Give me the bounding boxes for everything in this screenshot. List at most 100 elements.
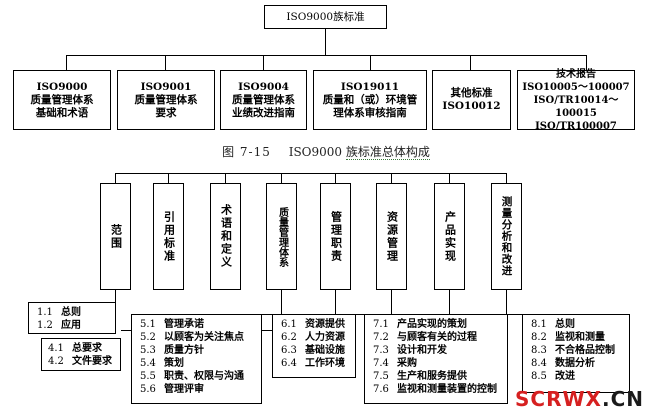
clause-qms: 质量管理体系 bbox=[266, 183, 297, 290]
standard-iso9000-code: ISO9000 bbox=[36, 80, 88, 93]
clause-drop-4 bbox=[281, 173, 282, 183]
item-number: 7.3 bbox=[373, 345, 389, 356]
item-number: 1.1 bbox=[37, 307, 53, 318]
item-number: 8.3 bbox=[531, 345, 547, 356]
item-text: 工作环境 bbox=[305, 358, 345, 369]
standard-iso19011: ISO19011 质量和（或）环境管 理体系审核指南 bbox=[313, 70, 427, 130]
item-text: 策划 bbox=[164, 358, 184, 369]
list-item: 8.5 改进 bbox=[531, 370, 629, 383]
item-number: 6.2 bbox=[281, 332, 297, 343]
clause-product-label: 产品实现 bbox=[443, 210, 457, 263]
item-text: 人力资源 bbox=[305, 332, 345, 343]
standard-iso9000-line3: 基础和术语 bbox=[35, 106, 89, 119]
standard-iso19011-line3: 理体系审核指南 bbox=[333, 106, 407, 119]
item-number: 1.2 bbox=[37, 320, 53, 331]
item-number: 5.2 bbox=[140, 332, 156, 343]
measure-connector bbox=[506, 290, 507, 314]
standard-iso9004-line3: 业绩改进指南 bbox=[232, 106, 295, 119]
item-text: 总则 bbox=[61, 307, 81, 318]
resource-connector bbox=[391, 290, 392, 314]
list-item: 6.2 人力资源 bbox=[281, 331, 355, 344]
standard-iso9001-code: ISO9001 bbox=[140, 80, 192, 93]
item-number: 8.5 bbox=[531, 371, 547, 382]
item-number: 7.2 bbox=[373, 332, 389, 343]
figure-caption: 图 7-15 ISO9000 族标准总体构成 bbox=[0, 143, 652, 160]
top-drop-4 bbox=[370, 55, 371, 70]
clause-drop-5 bbox=[335, 173, 336, 183]
scope-connector bbox=[115, 290, 116, 302]
watermark-part2: .CN bbox=[601, 387, 644, 411]
clause-terms-definitions: 术语和定义 bbox=[210, 183, 241, 290]
item-number: 7.6 bbox=[373, 384, 389, 395]
tech-report-title: 技术报告 bbox=[556, 68, 596, 80]
item-text: 总则 bbox=[555, 319, 575, 330]
item-text: 基础设施 bbox=[305, 345, 345, 356]
item-number: 8.1 bbox=[531, 319, 547, 330]
item-text: 资源提供 bbox=[305, 319, 345, 330]
standard-tech-report: 技术报告 ISO10005～100007 ISO/TR10014～100015 … bbox=[517, 68, 635, 132]
item-text: 应用 bbox=[61, 320, 81, 331]
item-number: 7.4 bbox=[373, 358, 389, 369]
list-item: 8.3 不合格品控制 bbox=[531, 344, 629, 357]
qms-connector bbox=[281, 290, 282, 330]
clause-drop-1 bbox=[115, 173, 116, 183]
clause-drop-7 bbox=[449, 173, 450, 183]
tech-report-line4: ISO/TR100007 bbox=[535, 120, 617, 132]
item-number: 5.5 bbox=[140, 371, 156, 382]
clause-resource-management: 资源管理 bbox=[376, 183, 407, 290]
item-text: 产品实现的策划 bbox=[397, 319, 467, 330]
product-connector bbox=[449, 290, 450, 314]
watermark-part1: SCRWX bbox=[515, 387, 602, 411]
clause-drop-6 bbox=[391, 173, 392, 183]
clause-resource-label: 资源管理 bbox=[385, 210, 399, 263]
clause-normative-references-label: 引用标准 bbox=[162, 210, 176, 263]
item-number: 6.1 bbox=[281, 319, 297, 330]
item-text: 以顾客为关注焦点 bbox=[164, 332, 244, 343]
clause-scope: 范围 bbox=[100, 183, 131, 290]
clause-drop-8 bbox=[506, 173, 507, 183]
list-item: 5.2 以顾客为关注焦点 bbox=[140, 331, 261, 344]
list-item: 8.1 总则 bbox=[531, 318, 629, 331]
item-text: 不合格品控制 bbox=[555, 345, 615, 356]
standard-iso9004-code: ISO9004 bbox=[238, 80, 289, 93]
clause-drop-2 bbox=[168, 173, 169, 183]
list-item: 5.4 策划 bbox=[140, 357, 261, 370]
item-text: 改进 bbox=[555, 371, 575, 382]
item-number: 7.5 bbox=[373, 371, 389, 382]
clause-management-label: 管理职责 bbox=[329, 210, 343, 263]
item-number: 5.4 bbox=[140, 358, 156, 369]
list-item: 1.2 应用 bbox=[37, 319, 115, 332]
item-text: 采购 bbox=[397, 358, 417, 369]
item-text: 与顾客有关的过程 bbox=[397, 332, 477, 343]
root-node: ISO9000族标准 bbox=[264, 5, 387, 29]
item-text: 总要求 bbox=[72, 343, 102, 354]
detail-scope: 1.1 总则 1.2 应用 bbox=[28, 302, 116, 334]
top-drop-5 bbox=[470, 55, 471, 70]
clause-qms-label: 质量管理体系 bbox=[276, 206, 288, 267]
top-drop-6 bbox=[586, 55, 587, 70]
management-connector bbox=[335, 290, 336, 314]
standard-iso9001: ISO9001 质量管理体系 要求 bbox=[117, 70, 215, 130]
figure-title-cn: 族标准总体构成 bbox=[345, 145, 430, 160]
standard-iso9004-line2: 质量管理体系 bbox=[232, 93, 295, 106]
item-text: 质量方针 bbox=[164, 345, 204, 356]
list-item: 1.1 总则 bbox=[37, 306, 115, 319]
root-node-label: ISO9000族标准 bbox=[286, 10, 365, 23]
item-text: 数据分析 bbox=[555, 358, 595, 369]
clause-branch-bar bbox=[115, 173, 507, 174]
